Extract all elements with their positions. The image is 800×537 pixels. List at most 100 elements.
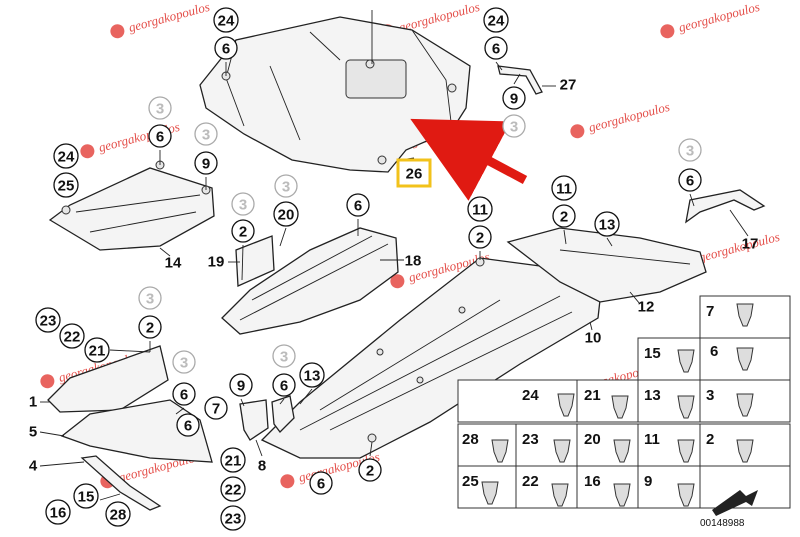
callout-2[interactable]: 2 — [468, 225, 492, 249]
part-27-bracket[interactable] — [497, 65, 556, 95]
callout-26[interactable]: 26 — [396, 158, 432, 188]
callout-3[interactable]: 3 — [194, 122, 218, 146]
callout-label: 16 — [50, 505, 67, 522]
part-5-front-left-cover[interactable] — [39, 399, 213, 463]
callout-6[interactable]: 6 — [484, 36, 508, 60]
part-4-front-left-strip[interactable] — [39, 455, 162, 511]
fastener-icon — [553, 439, 571, 463]
fastener-22[interactable]: 22 — [522, 473, 569, 507]
callout-2[interactable]: 2 — [231, 219, 255, 243]
callout-27[interactable]: 27 — [560, 77, 577, 94]
part-12-rear-panel[interactable] — [506, 227, 707, 305]
callout-16[interactable]: 16 — [45, 499, 71, 525]
callout-19[interactable]: 19 — [208, 254, 225, 271]
fastener-icon — [736, 303, 754, 327]
fastener-2[interactable]: 2 — [706, 431, 754, 463]
callout-3[interactable]: 3 — [172, 350, 196, 374]
callout-1[interactable]: 1 — [29, 394, 37, 411]
part-1-front-left-guard[interactable] — [40, 345, 169, 413]
callout-3[interactable]: 3 — [148, 96, 172, 120]
fastener-11[interactable]: 11 — [644, 431, 695, 463]
fastener-label: 6 — [710, 343, 718, 360]
part-17-bracket[interactable] — [685, 189, 766, 237]
callout-label: 1 — [29, 394, 37, 411]
fastener-21[interactable]: 21 — [584, 387, 629, 419]
callout-14[interactable]: 14 — [165, 255, 182, 272]
fastener-3[interactable]: 3 — [706, 387, 754, 417]
callout-label: 6 — [354, 198, 362, 215]
callout-6[interactable]: 6 — [272, 373, 296, 397]
fastener-28[interactable]: 28 — [462, 431, 509, 463]
callout-11[interactable]: 11 — [551, 175, 577, 201]
callout-6[interactable]: 6 — [309, 471, 333, 495]
callout-28[interactable]: 28 — [105, 501, 131, 527]
fastener-7[interactable]: 7 — [706, 303, 754, 327]
fastener-9[interactable]: 9 — [644, 473, 695, 507]
callout-24[interactable]: 24 — [213, 7, 239, 33]
callout-21[interactable]: 21 — [220, 447, 246, 473]
fastener-icon — [613, 483, 631, 507]
callout-2[interactable]: 2 — [358, 458, 382, 482]
fastener-13[interactable]: 13 — [644, 387, 695, 419]
callout-24[interactable]: 24 — [53, 143, 79, 169]
callout-20[interactable]: 20 — [273, 201, 299, 227]
callout-5[interactable]: 5 — [29, 424, 37, 441]
callout-13[interactable]: 13 — [299, 362, 325, 388]
callout-11[interactable]: 11 — [467, 196, 493, 222]
callout-label: 6 — [686, 173, 694, 190]
callout-17[interactable]: 17 — [742, 236, 759, 253]
callout-23[interactable]: 23 — [220, 505, 246, 531]
callout-12[interactable]: 12 — [638, 299, 655, 316]
callout-22[interactable]: 22 — [59, 323, 85, 349]
fastener-15[interactable]: 15 — [644, 345, 695, 373]
part-18-middle-panel[interactable] — [221, 227, 404, 335]
callout-3[interactable]: 3 — [502, 114, 526, 138]
fastener-25[interactable]: 25 — [462, 473, 499, 505]
callout-3[interactable]: 3 — [231, 192, 255, 216]
fastener-label: 15 — [644, 345, 661, 362]
callout-15[interactable]: 15 — [73, 483, 99, 509]
watermark-text: georgakopoulos — [127, 0, 211, 35]
callout-label: 2 — [476, 230, 484, 247]
callout-23[interactable]: 23 — [35, 307, 61, 333]
callout-6[interactable]: 6 — [148, 124, 172, 148]
watermark-text: georgakopoulos — [587, 99, 671, 135]
callout-3[interactable]: 3 — [274, 174, 298, 198]
callout-8[interactable]: 8 — [258, 458, 266, 475]
part-10-floor-panel[interactable] — [260, 257, 601, 459]
callout-24[interactable]: 24 — [483, 7, 509, 33]
fastener-24[interactable]: 24 — [522, 387, 575, 417]
fastener-16[interactable]: 16 — [584, 473, 631, 507]
callout-9[interactable]: 9 — [229, 373, 253, 397]
callout-21[interactable]: 21 — [84, 337, 110, 363]
callout-label: 2 — [239, 224, 247, 241]
part-14-side-guard[interactable] — [48, 150, 215, 257]
fastener-6[interactable]: 6 — [710, 343, 754, 371]
callout-2[interactable]: 2 — [138, 315, 162, 339]
part-26-engine-underguard[interactable] — [199, 10, 471, 173]
callout-label: 11 — [556, 181, 572, 198]
callout-label: 23 — [225, 511, 242, 528]
callout-25[interactable]: 25 — [53, 172, 79, 198]
callout-2[interactable]: 2 — [552, 204, 576, 228]
part-8-mount-bracket[interactable] — [239, 395, 295, 457]
callout-6[interactable]: 6 — [176, 413, 200, 437]
callout-13[interactable]: 13 — [594, 211, 620, 237]
fastener-icon — [611, 395, 629, 419]
callout-9[interactable]: 9 — [194, 151, 218, 175]
fastener-20[interactable]: 20 — [584, 431, 631, 463]
callout-7[interactable]: 7 — [204, 396, 228, 420]
callout-22[interactable]: 22 — [220, 476, 246, 502]
callout-6[interactable]: 6 — [346, 193, 370, 217]
callout-6[interactable]: 6 — [678, 168, 702, 192]
fastener-23[interactable]: 23 — [522, 431, 571, 463]
callout-6[interactable]: 6 — [214, 36, 238, 60]
callout-9[interactable]: 9 — [502, 86, 526, 110]
callout-4[interactable]: 4 — [29, 458, 38, 475]
callout-18[interactable]: 18 — [405, 253, 422, 270]
callout-3[interactable]: 3 — [138, 286, 162, 310]
callout-6[interactable]: 6 — [172, 382, 196, 406]
callout-3[interactable]: 3 — [678, 138, 702, 162]
callout-3[interactable]: 3 — [272, 344, 296, 368]
callout-10[interactable]: 10 — [585, 330, 602, 347]
